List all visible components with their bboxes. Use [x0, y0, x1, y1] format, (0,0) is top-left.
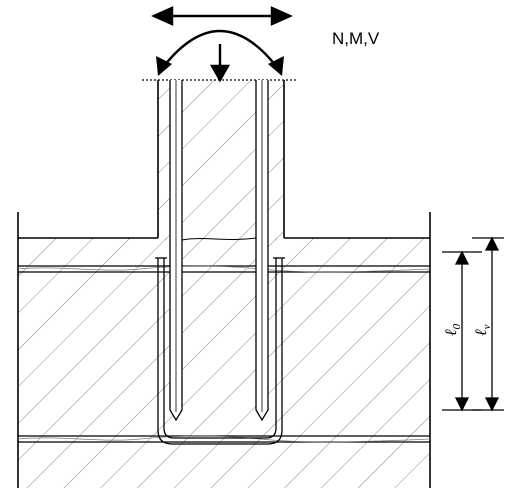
horizontal-force-arrow	[151, 6, 293, 26]
l0-label: ℓ0	[443, 323, 463, 336]
grout-joint	[181, 237, 257, 241]
lap-length-lv-dimension	[472, 236, 504, 412]
column-rebar-left	[169, 80, 183, 422]
top-reinforcement-bar	[17, 265, 431, 273]
vertical-force-arrow	[209, 44, 231, 83]
moment-arc-arrow	[156, 30, 284, 76]
anchorage-length-l0-dimension	[442, 250, 482, 412]
foundation-slab	[17, 212, 431, 488]
column-rebar-right	[255, 80, 269, 422]
lv-label: ℓv	[473, 324, 493, 336]
svg-text:ℓ0: ℓ0	[443, 323, 463, 336]
svg-text:ℓv: ℓv	[473, 324, 493, 336]
column	[142, 79, 298, 240]
loads-label: N,M,V	[332, 29, 380, 48]
u-shaped-stirrup	[155, 257, 285, 445]
bottom-reinforcement-bar	[17, 435, 431, 443]
